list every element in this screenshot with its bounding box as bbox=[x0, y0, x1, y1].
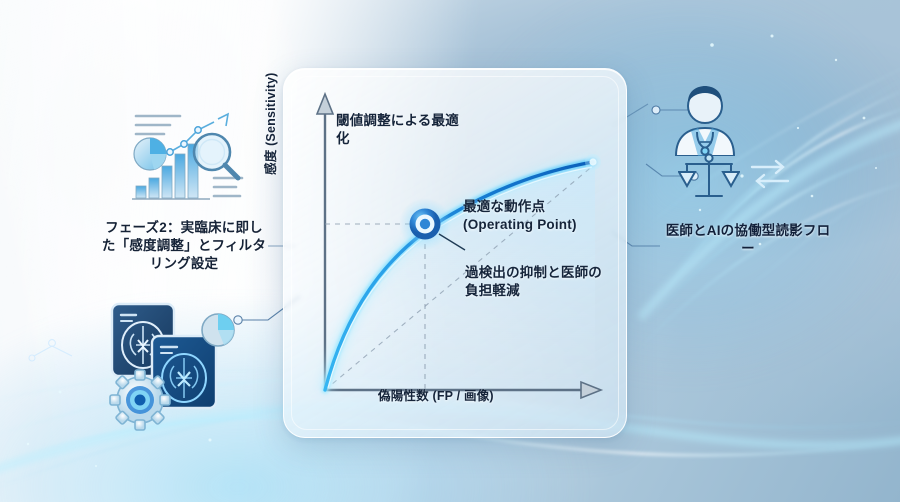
axis-arrow-icon bbox=[315, 91, 604, 400]
brain-scan-icon bbox=[110, 302, 218, 410]
gear-icon bbox=[109, 369, 171, 431]
balance-scales-icon bbox=[678, 153, 740, 197]
exchange-arrows-icon bbox=[750, 159, 790, 189]
operating-point-marker-icon bbox=[399, 198, 451, 250]
y-axis-label: 感度 (Sensitivity) bbox=[264, 72, 278, 175]
pie-chart-icon bbox=[133, 137, 167, 171]
right-caption: 医師とAIの協働型読影フロー bbox=[665, 223, 831, 257]
annotation-operating-point: 最適な動作点 (Operating Point) bbox=[463, 199, 577, 233]
doctor-icon bbox=[674, 86, 736, 156]
annotation-threshold: 閾値調整による最適化 bbox=[336, 113, 459, 147]
annotation-benefit: 過検出の抑制と医師の負担軽減 bbox=[465, 265, 602, 299]
roc-chart bbox=[315, 91, 604, 400]
pie-chart-icon bbox=[201, 313, 235, 347]
axis-lines bbox=[323, 106, 589, 392]
magnifier-icon bbox=[192, 132, 241, 181]
x-axis-label: 偽陽性数 (FP / 画像) bbox=[378, 389, 494, 403]
operating-point-leader-line bbox=[438, 233, 466, 251]
chance-diagonal bbox=[324, 163, 596, 391]
analytics-chart-icon bbox=[132, 112, 244, 200]
left-caption: フェーズ2：実臨床に即した「感度調整」とフィルタリング設定 bbox=[101, 220, 267, 272]
curve-endpoint bbox=[589, 158, 597, 166]
